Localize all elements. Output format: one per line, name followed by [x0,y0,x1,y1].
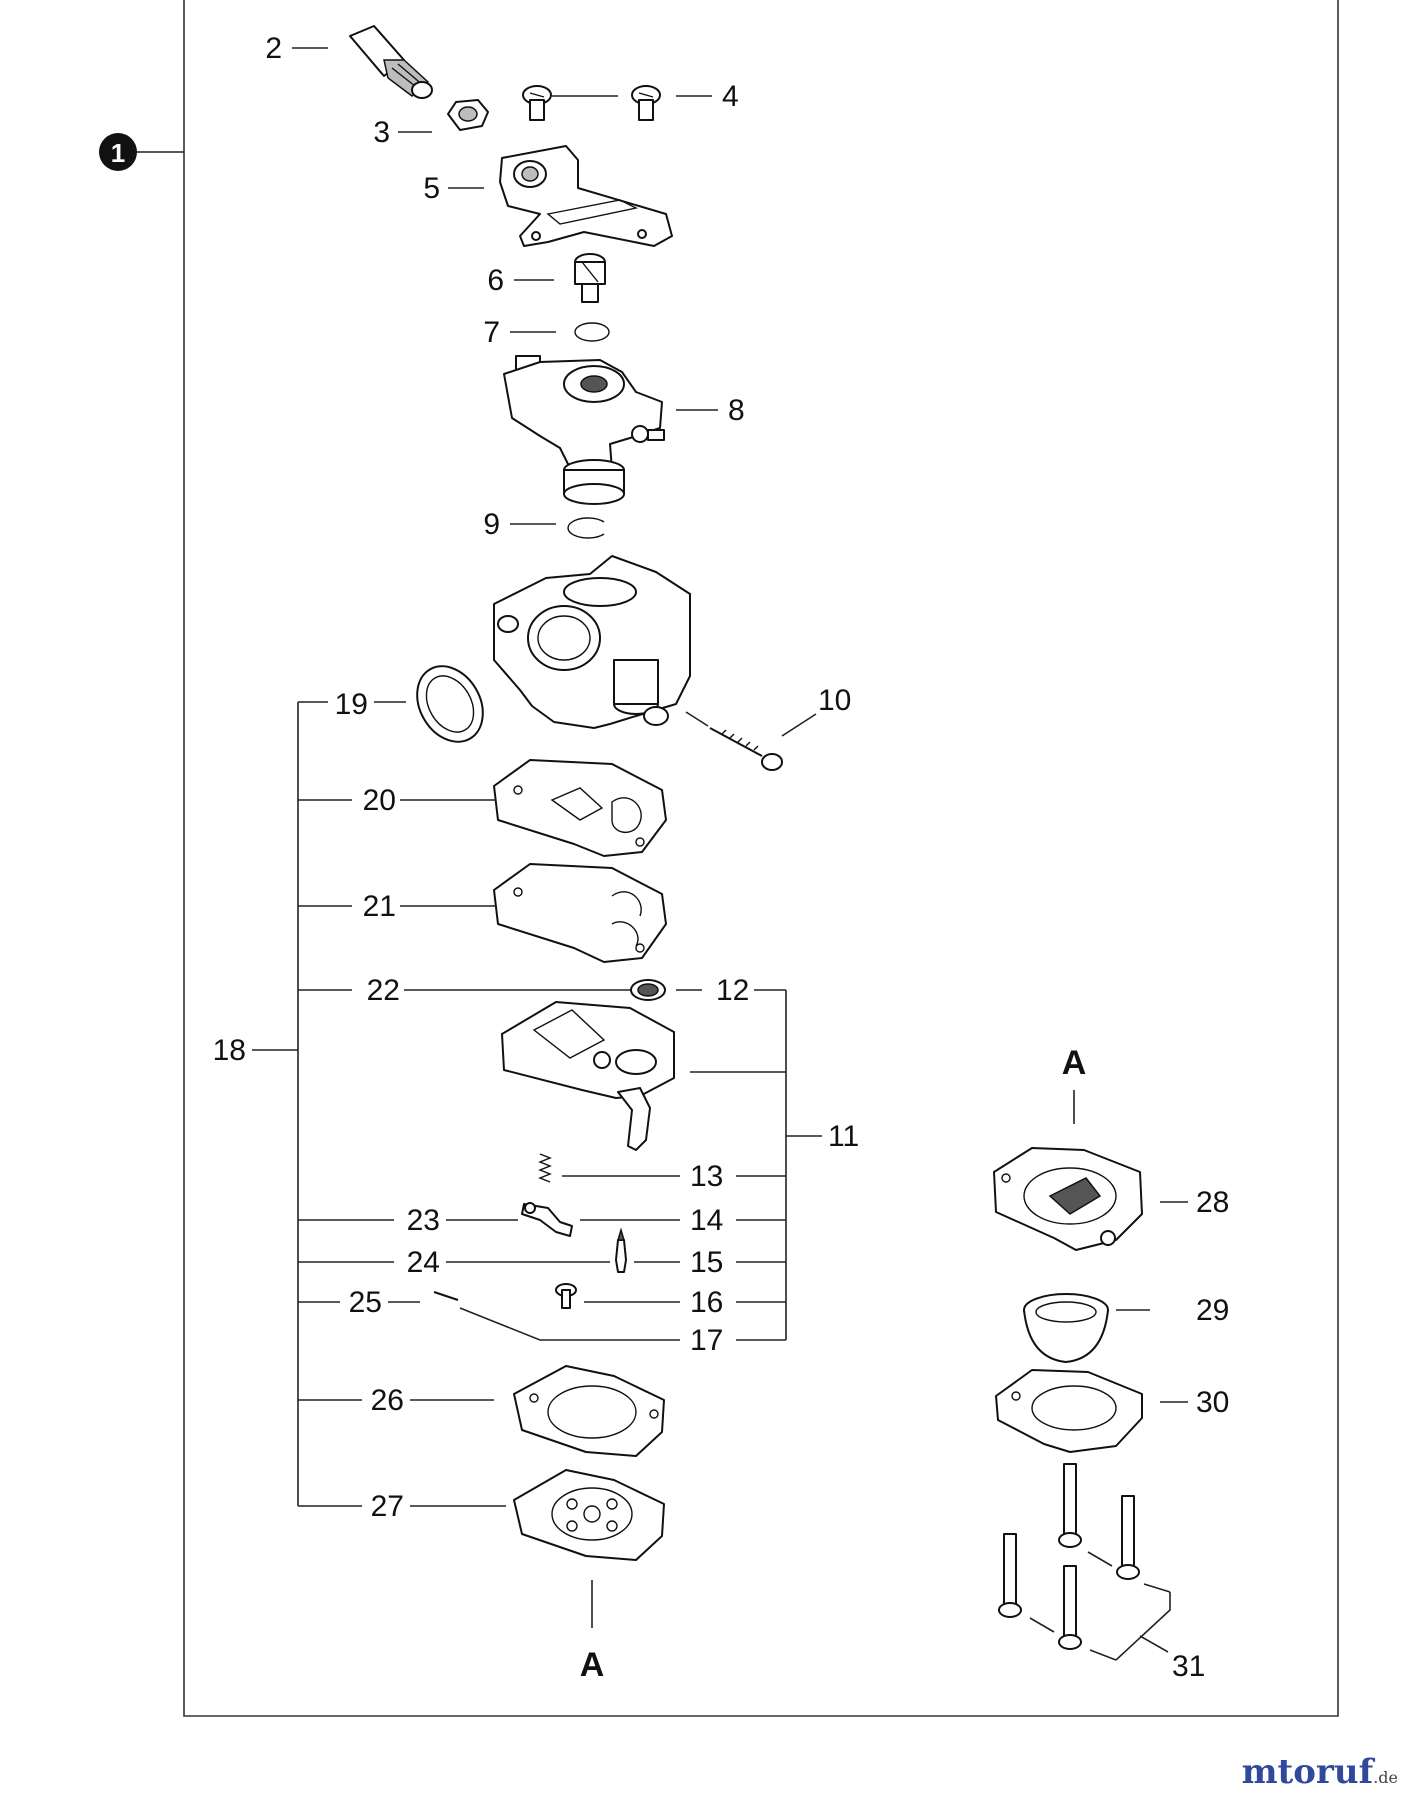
callout-15: 15 [690,1246,723,1279]
callout-8: 8 [728,394,745,427]
callout-10: 10 [818,684,851,717]
part-25-pin [433,1291,459,1301]
callout-20: 20 [363,784,396,817]
section-marker-top-a: A [1062,1044,1087,1082]
part-27-metering-diaphragm [513,1469,665,1561]
part-15-inlet-needle [615,1227,627,1273]
part-28-primer-body [993,1147,1143,1251]
part-29-primer-bulb [1023,1293,1109,1363]
part-11-pump-body [501,1001,675,1151]
callout-4: 4 [722,80,739,113]
watermark-rest: toruf [1277,1752,1374,1792]
watermark-prefix: m [1241,1752,1278,1792]
part-7-o-ring [574,322,610,342]
part-8-throttle-valve [503,355,665,505]
part-10-idle-screw [709,727,783,771]
diagram-frame [136,0,1339,1717]
callout-16: 16 [690,1286,723,1319]
brand-watermark: mtoruf.de [1242,1752,1398,1792]
part-20-gasket [493,759,667,857]
callout-23: 23 [407,1204,440,1237]
callout-5: 5 [423,172,440,205]
callout-2: 2 [265,32,282,65]
callout-27: 27 [371,1490,404,1523]
callout-28: 28 [1196,1186,1229,1219]
callout-13: 13 [690,1160,723,1193]
assembly-badge: 1 [99,133,137,171]
callout-24: 24 [407,1246,440,1279]
assembly-number: 1 [111,138,125,168]
callout-7: 7 [483,316,500,349]
part-6-shaft [574,253,606,303]
part-19-ring [416,665,484,743]
callout-6: 6 [487,264,504,297]
leader-lines [252,47,1188,1661]
part-16-screw [555,1283,577,1309]
callout-21: 21 [363,890,396,923]
section-marker-bottom-a: A [580,1646,605,1684]
callout-11: 11 [828,1120,859,1153]
part-9-e-clip [567,517,605,539]
watermark-tld: .de [1373,1768,1398,1787]
callout-12: 12 [716,974,749,1007]
callout-19: 19 [335,688,368,721]
part-12-filter-screen [630,979,666,1001]
callout-22: 22 [367,974,400,1007]
part-26-gasket [513,1365,665,1457]
callout-29: 29 [1196,1294,1229,1327]
part-31-screws [998,1463,1140,1650]
part-5-bracket [499,145,673,247]
callout-17: 17 [690,1324,723,1357]
callout-9: 9 [483,508,500,541]
callout-25: 25 [349,1286,382,1319]
part-14-needle-lever [521,1202,573,1237]
callout-18: 18 [213,1034,246,1067]
part-3-nut [447,99,489,131]
part-21-pump-diaphragm [493,863,667,963]
callout-3: 3 [373,116,390,149]
callout-26: 26 [371,1384,404,1417]
part-2-adjust-screw [349,25,433,99]
callout-30: 30 [1196,1386,1229,1419]
callout-14: 14 [690,1204,723,1237]
callout-31: 31 [1172,1650,1205,1683]
carburetor-body [493,555,691,729]
part-30-primer-cover [995,1369,1143,1453]
part-13-spring [538,1153,552,1183]
callout-labels: 2 3 4 5 6 7 8 9 10 19 20 21 22 12 18 11 … [213,32,1230,1684]
part-4-screws [522,85,661,121]
